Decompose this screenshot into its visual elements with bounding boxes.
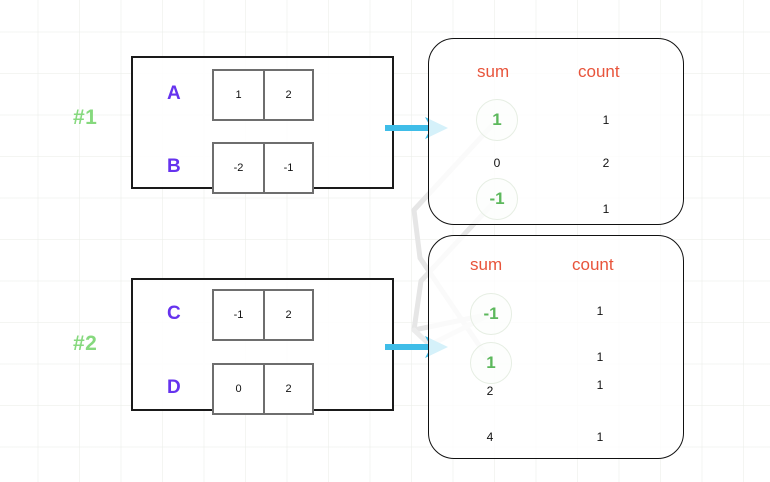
panel1-header-count: count <box>578 62 620 81</box>
cell-a-0: 1 <box>235 89 242 101</box>
panel2-sum-row1: 1 <box>486 353 496 372</box>
panel1-highlight-ring-row2 <box>476 178 518 220</box>
panel1-highlight-ring-row0 <box>476 99 518 141</box>
panel1-count-row1: 2 <box>602 156 610 170</box>
panel2-highlight-ring-row1 <box>470 342 512 384</box>
cell-pair-c: -1 2 <box>212 289 314 341</box>
panel1-header-sum: sum <box>477 62 510 81</box>
cell-a-1: 2 <box>263 71 312 119</box>
cell-d-0: 0 <box>235 383 242 395</box>
panel2-highlight-ring-row0 <box>470 293 512 335</box>
panel2-count-row3: 1 <box>596 430 604 444</box>
panel1-sum-row2: -1 <box>489 189 505 208</box>
cell-pair-d: 0 2 <box>212 363 314 415</box>
result-panel-2 <box>428 235 684 459</box>
panel2-count-row2: 1 <box>596 378 604 392</box>
panel2-header-count: count <box>572 255 614 274</box>
panel2-sum-row0: -1 <box>483 304 499 323</box>
cell-c-0: -1 <box>233 309 244 321</box>
row-label-a: A <box>167 83 181 104</box>
cell-c-1: 2 <box>263 291 312 339</box>
panel1-count-row2: 1 <box>602 202 610 216</box>
panel2-sum-row2: 2 <box>486 384 494 398</box>
row-label-b: B <box>167 156 181 177</box>
panel2-sum-row3: 4 <box>486 430 494 444</box>
panel2-count-row0: 1 <box>596 304 604 318</box>
panel1-sum-row0: 1 <box>492 110 502 129</box>
row-label-d: D <box>167 377 181 398</box>
cell-pair-b: -2 -1 <box>212 142 314 194</box>
panel1-count-row0: 1 <box>602 113 610 127</box>
panel1-sum-row1: 0 <box>493 156 501 170</box>
cell-pair-a: 1 2 <box>212 69 314 121</box>
step-tag-2: #2 <box>73 332 98 355</box>
cell-b-0: -2 <box>233 162 244 174</box>
step-tag-1: #1 <box>73 106 98 129</box>
panel2-header-sum: sum <box>470 255 503 274</box>
row-label-c: C <box>167 303 181 324</box>
result-panel-1 <box>428 38 684 225</box>
cell-d-1: 2 <box>263 365 312 413</box>
cell-b-1: -1 <box>263 144 312 192</box>
panel2-count-row1: 1 <box>596 350 604 364</box>
